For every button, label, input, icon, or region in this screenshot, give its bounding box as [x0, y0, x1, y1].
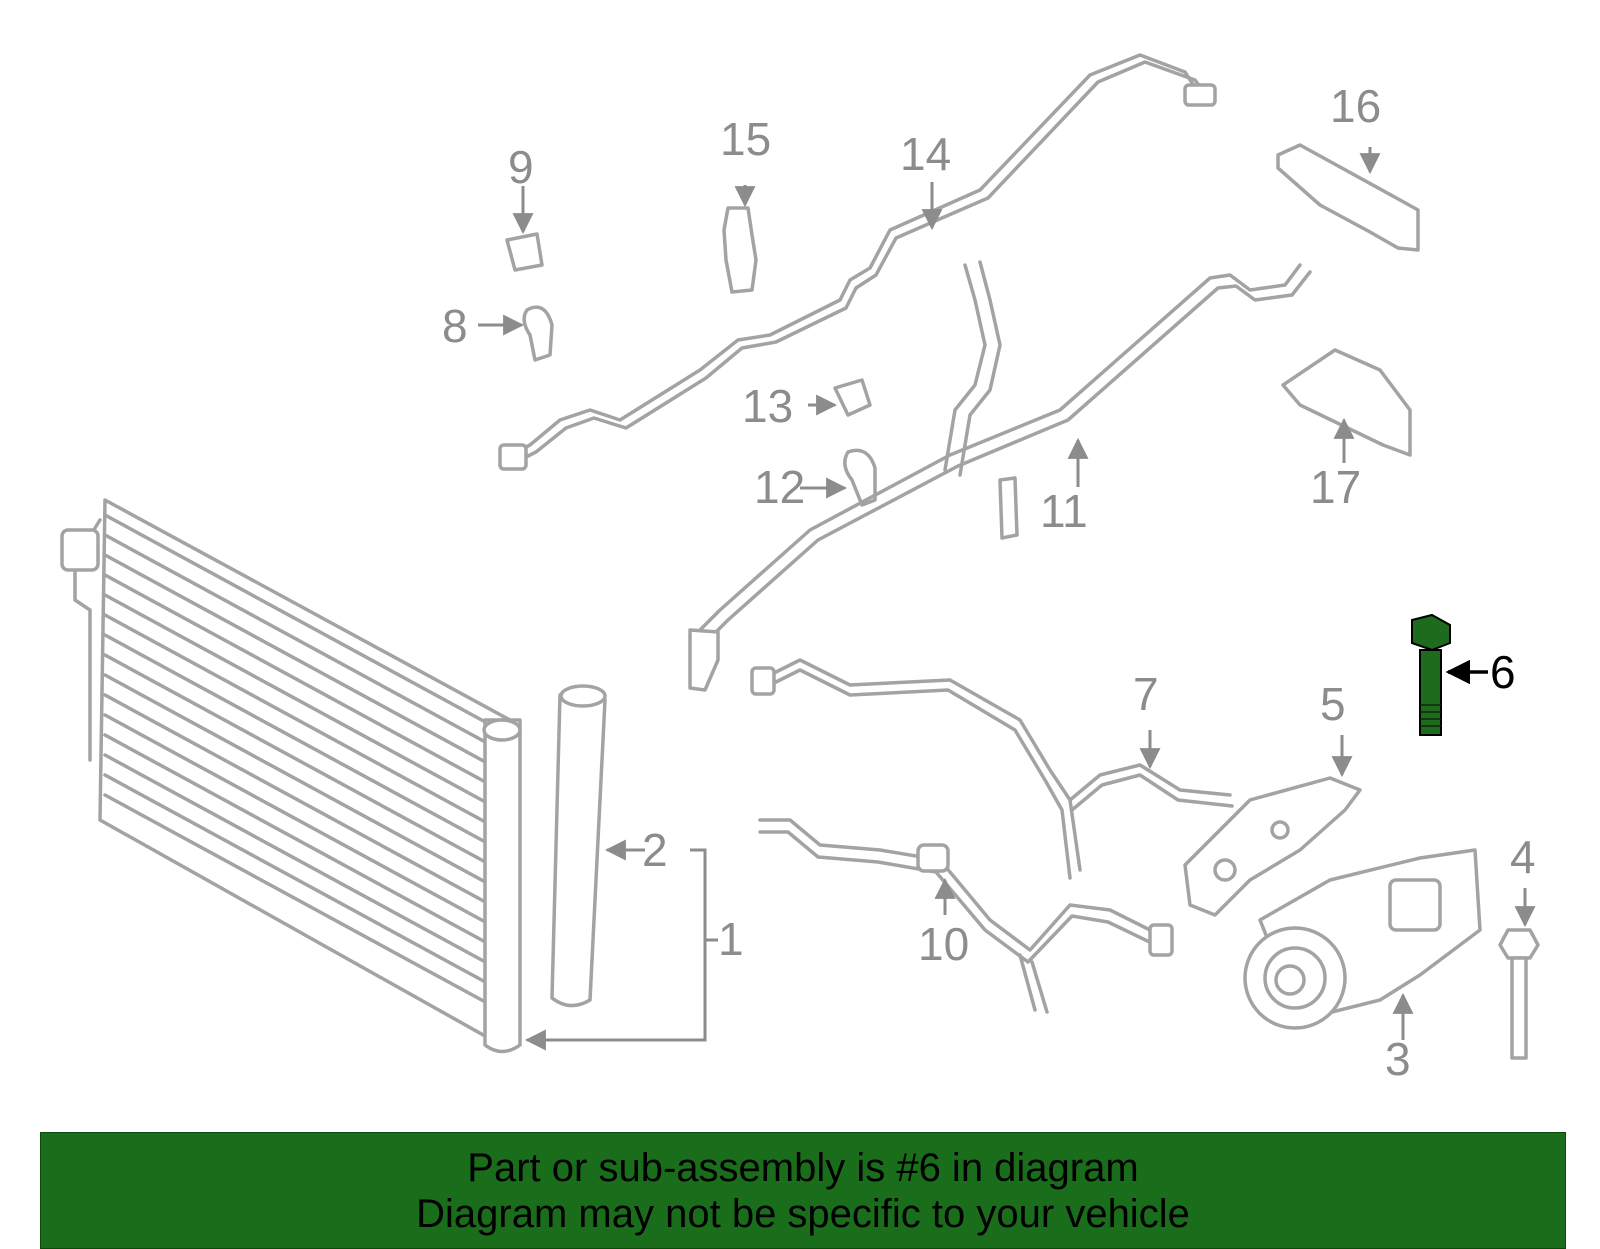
bracket-part-5[interactable] — [1183, 776, 1362, 917]
callout-1[interactable]: 1 — [718, 913, 744, 965]
bracket-part-17[interactable] — [1281, 348, 1412, 457]
info-banner: Part or sub-assembly is #6 in diagram Di… — [40, 1132, 1566, 1249]
callout-labels: 9 8 15 14 16 13 12 11 17 7 5 6 2 1 10 4 … — [442, 80, 1536, 1085]
ac-line-part-10[interactable] — [758, 818, 1174, 1014]
cap-part-9[interactable] — [505, 232, 544, 272]
callout-15[interactable]: 15 — [720, 113, 771, 165]
callout-2[interactable]: 2 — [642, 824, 668, 876]
callout-8[interactable]: 8 — [442, 300, 468, 352]
valve-part-12[interactable] — [843, 448, 877, 507]
banner-line-disclaimer: Diagram may not be specific to your vehi… — [416, 1192, 1190, 1236]
condenser-part[interactable] — [60, 498, 522, 1054]
callout-6[interactable]: 6 — [1490, 646, 1516, 698]
callout-4[interactable]: 4 — [1510, 831, 1536, 883]
compressor-part-3[interactable] — [1243, 848, 1482, 1030]
pressure-sensor-part-15[interactable] — [722, 206, 758, 294]
bracket-part-16[interactable] — [1276, 143, 1420, 252]
receiver-drier-part[interactable] — [550, 684, 607, 1008]
callout-16[interactable]: 16 — [1330, 80, 1381, 132]
callout-11[interactable]: 11 — [1040, 485, 1088, 537]
ac-line-part-14[interactable] — [498, 53, 1217, 471]
callout-10[interactable]: 10 — [918, 918, 969, 970]
ac-line-part-7[interactable] — [750, 658, 1234, 880]
leader-arrows — [478, 147, 1536, 1051]
cap-part-13[interactable] — [833, 378, 872, 417]
callout-9[interactable]: 9 — [508, 141, 534, 193]
bolt-part-4[interactable] — [1498, 928, 1540, 1060]
callout-17[interactable]: 17 — [1310, 461, 1361, 513]
callout-5[interactable]: 5 — [1320, 678, 1346, 730]
banner-line-part-number: Part or sub-assembly is #6 in diagram — [467, 1146, 1139, 1190]
valve-part-8[interactable] — [522, 305, 554, 362]
callout-7[interactable]: 7 — [1133, 668, 1159, 720]
callout-13[interactable]: 13 — [742, 380, 793, 432]
callout-14[interactable]: 14 — [900, 128, 951, 180]
bolt-part-6-highlighted[interactable] — [1411, 613, 1451, 736]
callout-12[interactable]: 12 — [754, 461, 805, 513]
callout-3[interactable]: 3 — [1385, 1033, 1411, 1085]
ac-line-part-11[interactable] — [688, 260, 1312, 692]
